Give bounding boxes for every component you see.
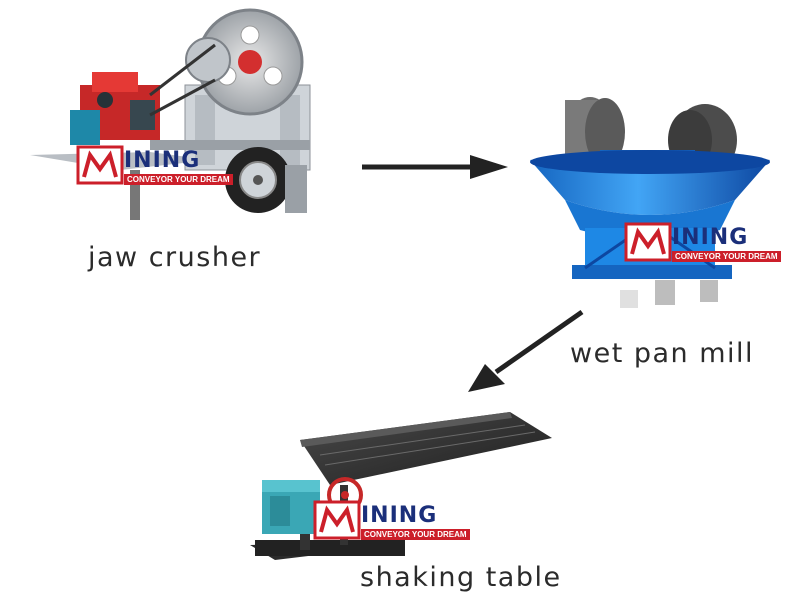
arrow-crusher-to-mill: [362, 155, 508, 179]
watermark-slogan: CONVEYOR YOUR DREAM: [672, 251, 781, 262]
watermark-word: INING: [361, 503, 438, 528]
logo-mark-1: [76, 145, 124, 185]
logo-mark-3: [313, 500, 361, 540]
watermark-slogan: CONVEYOR YOUR DREAM: [124, 174, 233, 185]
label-jaw-crusher: jaw crusher: [88, 242, 262, 273]
wet-pan-mill-image: [530, 97, 770, 308]
label-wet-pan-mill: wet pan mill: [570, 338, 755, 369]
watermark-word: INING: [124, 148, 201, 173]
watermark-slogan: CONVEYOR YOUR DREAM: [361, 529, 470, 540]
watermark-word: INING: [672, 225, 749, 250]
watermark-logo-3: INING CONVEYOR YOUR DREAM: [359, 505, 470, 540]
arrow-mill-to-table: [468, 309, 584, 392]
watermark-logo-2: INING CONVEYOR YOUR DREAM: [670, 227, 781, 262]
label-shaking-table: shaking table: [360, 562, 562, 593]
logo-mark-2: [624, 222, 672, 262]
jaw-crusher-image: [30, 8, 311, 220]
watermark-logo-1: INING CONVEYOR YOUR DREAM: [122, 150, 233, 185]
